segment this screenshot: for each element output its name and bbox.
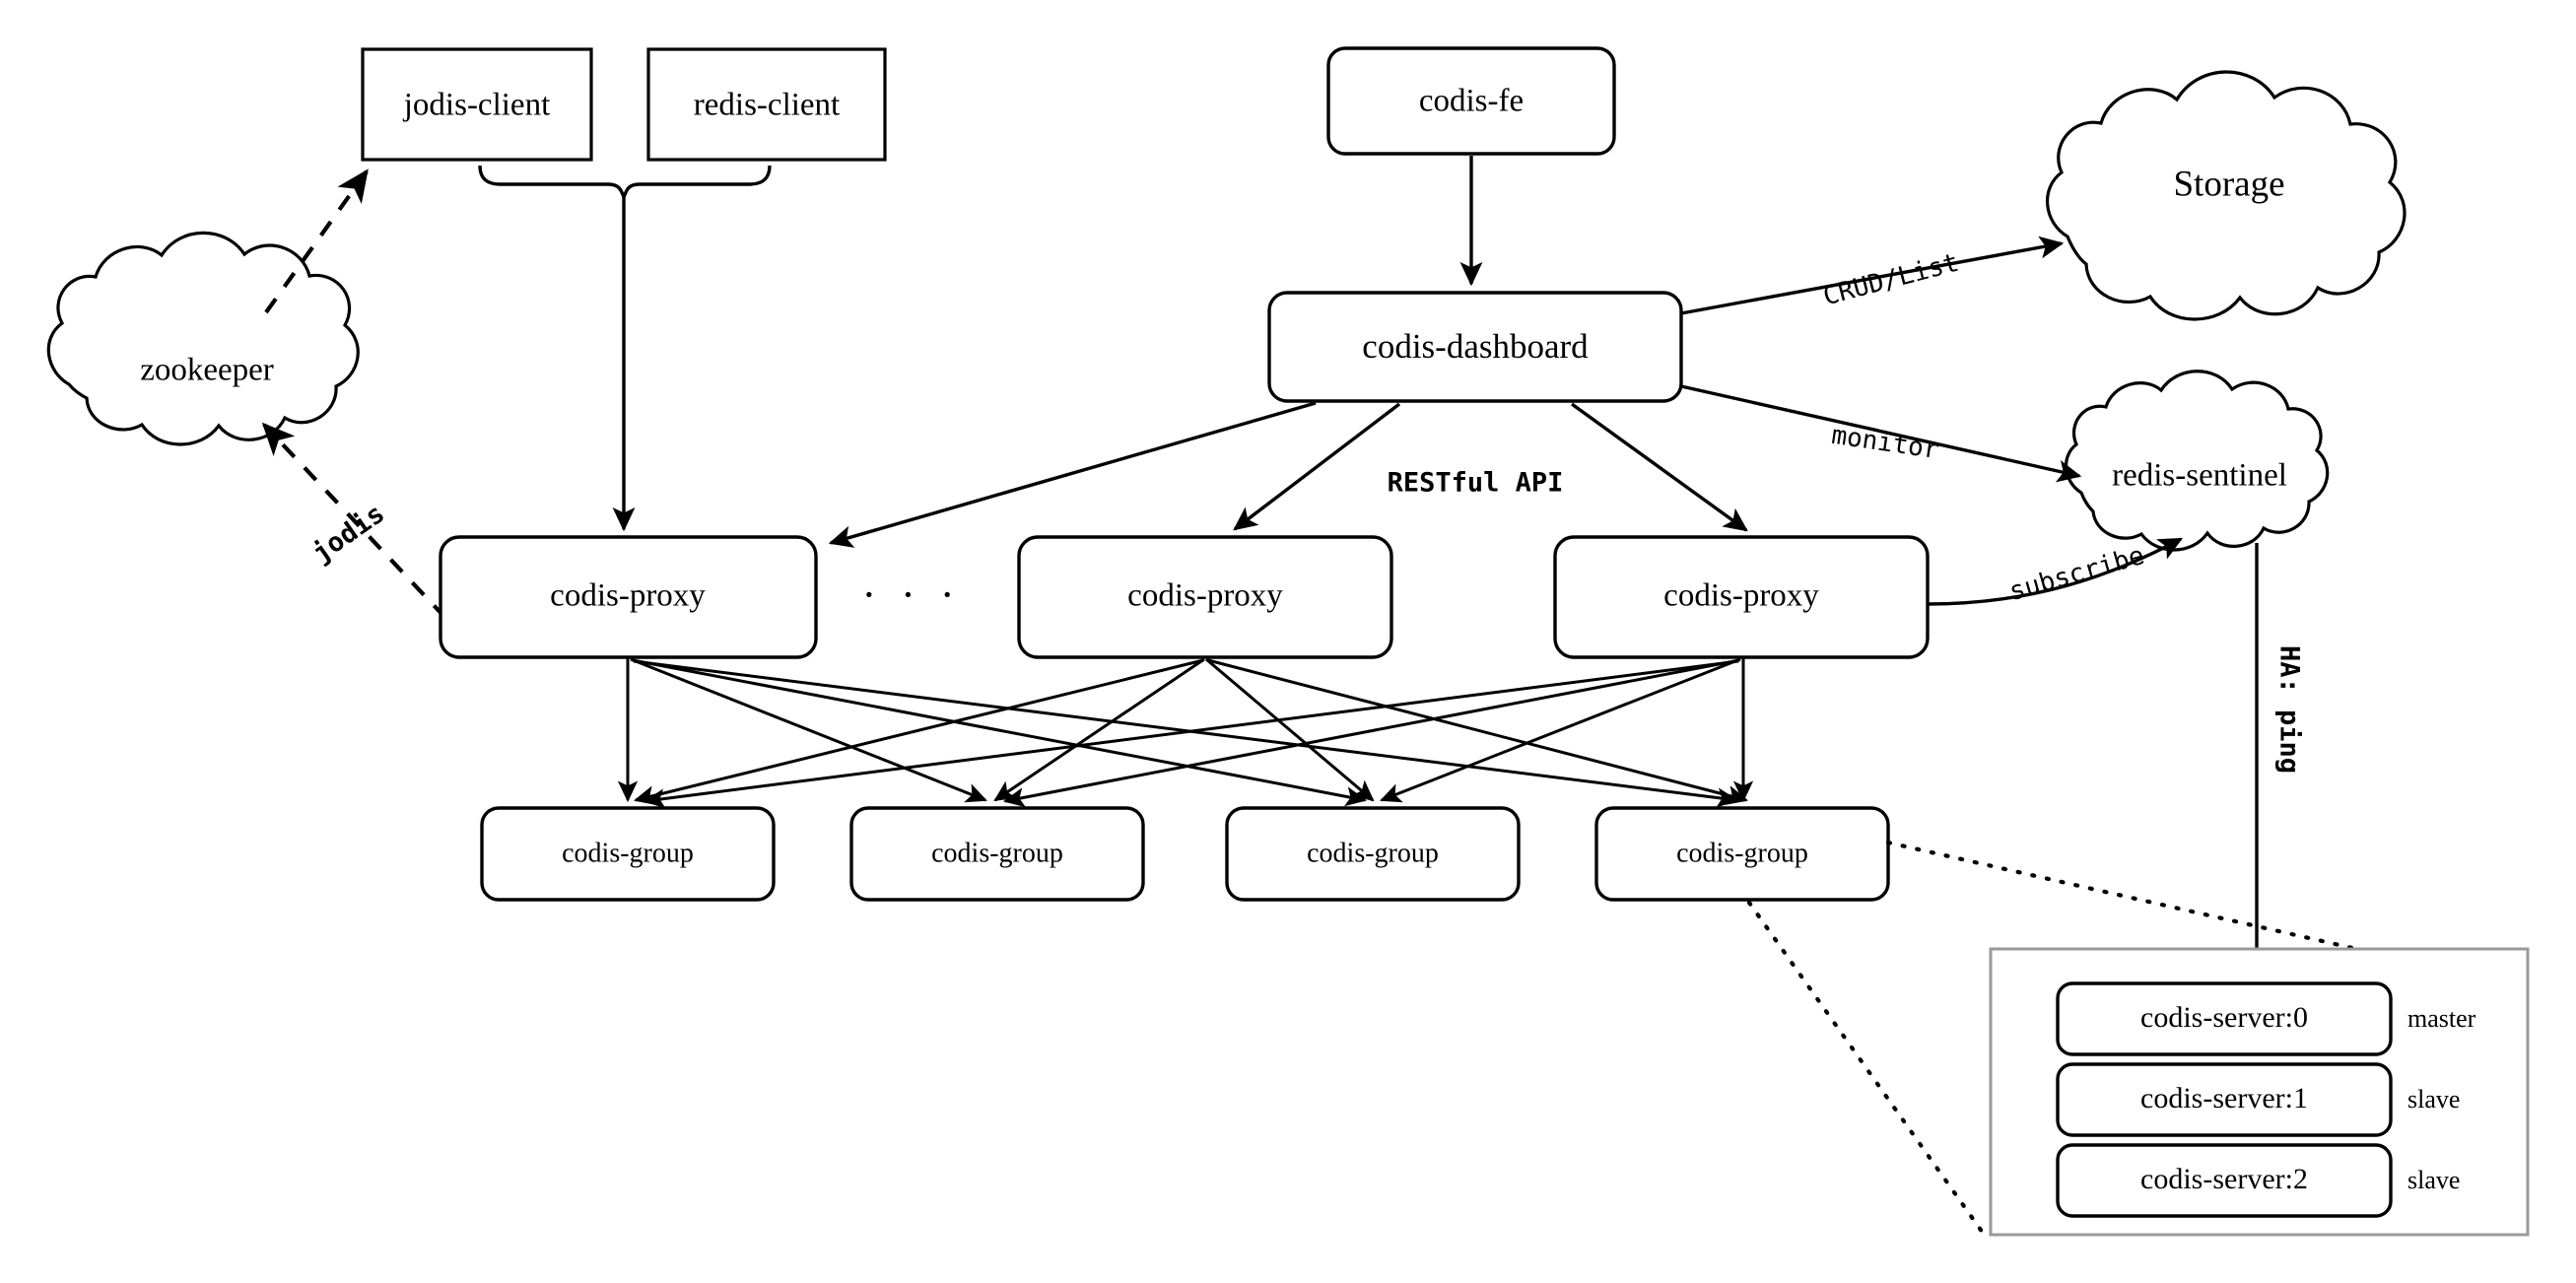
node-redis-client[interactable]: redis-client — [646, 47, 887, 162]
edge-group4-expand-top — [1885, 840, 2364, 953]
edge-label-jodis: jodis — [306, 498, 389, 569]
node-codis-proxy-1-label: codis-proxy — [550, 578, 706, 614]
node-codis-server-2-label: codis-server:2 — [2140, 1163, 2308, 1195]
proxy-ellipsis: · · · — [862, 571, 962, 619]
node-codis-group-1[interactable]: codis-group — [480, 806, 776, 902]
edge-dashboard-to-proxy-3 — [1571, 402, 1748, 532]
edge-label-ha-ping: HA: ping — [2274, 645, 2305, 774]
edge-proxy1-group3 — [632, 658, 1368, 807]
edge-dashboard-to-proxy-1 — [828, 401, 1317, 548]
node-codis-fe-label: codis-fe — [1419, 84, 1524, 119]
node-codis-proxy-2-label: codis-proxy — [1127, 578, 1283, 614]
node-redis-sentinel[interactable]: redis-sentinel — [2064, 370, 2330, 552]
edge-proxy2-group3 — [1205, 657, 1375, 802]
edge-proxy3-group3 — [1380, 657, 1741, 803]
edge-proxy-to-sentinel-subscribe — [1927, 537, 2184, 606]
edge-group4-expand-bottom — [1746, 900, 1986, 1236]
node-codis-group-2[interactable]: codis-group — [849, 806, 1145, 902]
node-codis-group-4-label: codis-group — [1676, 838, 1808, 868]
node-storage[interactable]: Storage — [2046, 70, 2407, 321]
edge-proxy1-group2 — [630, 657, 987, 803]
node-codis-server-0-role: master — [2407, 1004, 2476, 1033]
node-codis-server-1-label: codis-server:1 — [2140, 1082, 2308, 1114]
node-zookeeper-label: zookeeper — [140, 353, 274, 388]
node-codis-dashboard-label: codis-dashboard — [1362, 327, 1589, 366]
node-codis-group-3-label: codis-group — [1307, 838, 1439, 868]
node-codis-group-2-label: codis-group — [931, 838, 1063, 868]
node-codis-group-1-label: codis-group — [562, 838, 694, 868]
edge-proxy-to-zookeeper-jodis — [261, 422, 447, 620]
node-codis-proxy-2[interactable]: codis-proxy — [1017, 535, 1393, 659]
node-codis-proxy-3-label: codis-proxy — [1663, 578, 1819, 614]
node-codis-server-1-role: slave — [2407, 1085, 2460, 1114]
node-codis-server-0-label: codis-server:0 — [2140, 1001, 2308, 1034]
node-codis-fe[interactable]: codis-fe — [1326, 46, 1616, 156]
node-codis-proxy-3[interactable]: codis-proxy — [1553, 535, 1930, 659]
node-codis-group-3[interactable]: codis-group — [1225, 806, 1521, 902]
edge-proxy2-group1 — [633, 658, 1204, 806]
edge-dashboard-to-storage — [1680, 236, 2065, 315]
edge-proxy2-group2 — [993, 657, 1205, 802]
edge-label-crud-list: CRUD/List — [1820, 247, 1962, 311]
edge-label-subscribe: subscribe — [2005, 540, 2147, 606]
node-jodis-client[interactable]: jodis-client — [361, 47, 593, 162]
node-zookeeper[interactable]: zookeeper — [46, 231, 360, 446]
edge-proxy2-group4 — [1207, 658, 1748, 805]
node-codis-server-2[interactable]: codis-server:2 slave — [2056, 1143, 2460, 1218]
node-codis-server-1[interactable]: codis-server:1 slave — [2056, 1062, 2460, 1137]
node-storage-label: Storage — [2173, 164, 2284, 204]
proxy-group-edges — [617, 657, 1754, 809]
client-brace — [478, 165, 772, 202]
edge-dashboard-to-proxy-2 — [1233, 402, 1401, 531]
node-redis-sentinel-label: redis-sentinel — [2112, 458, 2287, 494]
node-codis-group-4[interactable]: codis-group — [1594, 806, 1890, 902]
node-jodis-client-label: jodis-client — [403, 88, 550, 123]
node-codis-proxy-1[interactable]: codis-proxy — [439, 535, 818, 659]
node-codis-server-2-role: slave — [2407, 1166, 2460, 1194]
node-redis-client-label: redis-client — [694, 88, 840, 123]
node-codis-server-0[interactable]: codis-server:0 master — [2056, 981, 2476, 1056]
edge-proxy3-group1 — [643, 659, 1739, 809]
edge-label-restful-api: RESTful API — [1388, 468, 1564, 499]
edge-label-monitor: monitor — [1830, 420, 1941, 464]
edge-dashboard-to-sentinel — [1680, 384, 2082, 483]
node-codis-dashboard[interactable]: codis-dashboard — [1267, 291, 1683, 403]
edge-proxy3-group2 — [1002, 658, 1740, 808]
